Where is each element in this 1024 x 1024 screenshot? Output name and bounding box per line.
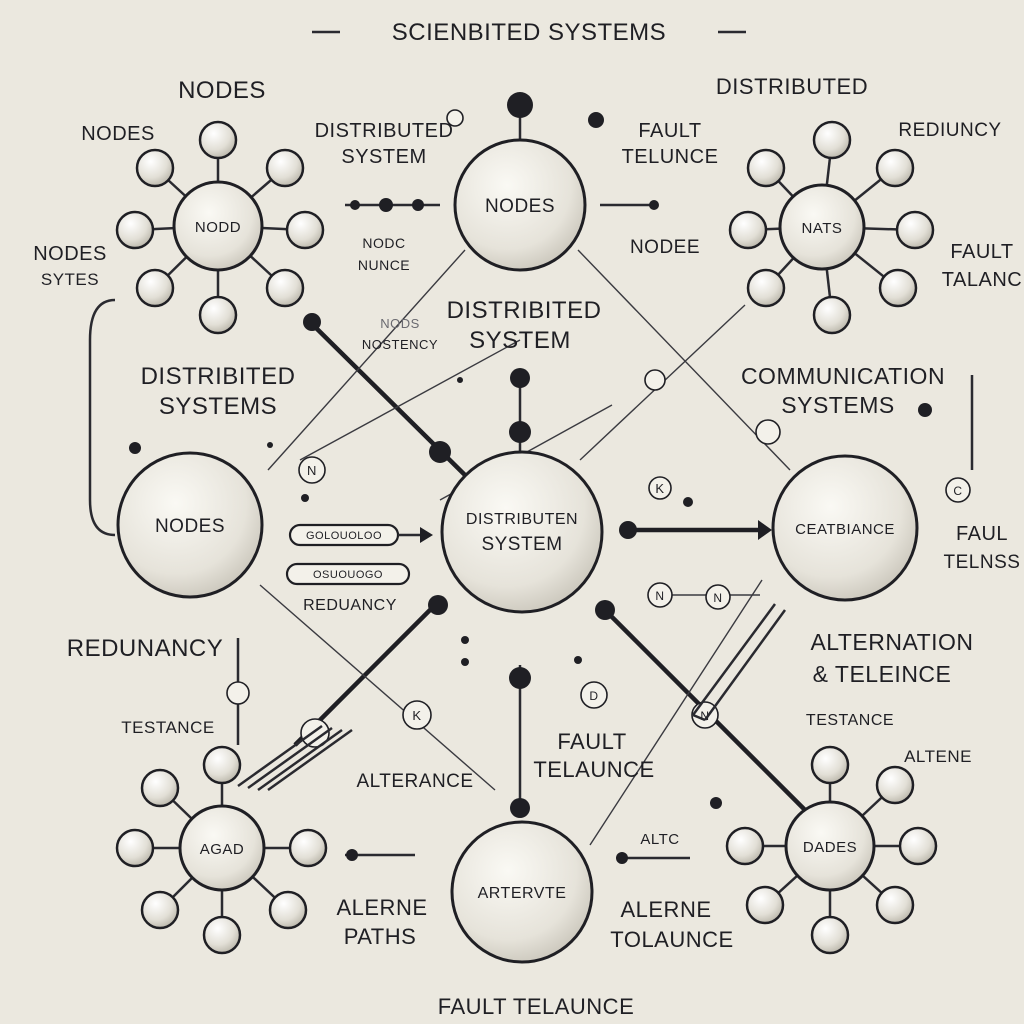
svg-text:TELUNCE: TELUNCE — [622, 146, 719, 168]
hub-cluster-bottom-right: DADES — [725, 745, 938, 955]
svg-text:SYSTEMS: SYSTEMS — [159, 393, 277, 420]
svg-text:REDIUNCY: REDIUNCY — [898, 120, 1001, 141]
svg-text:TELAUNCE: TELAUNCE — [533, 757, 654, 782]
markers — [129, 92, 932, 864]
label-nodes-left: NODES — [81, 123, 155, 145]
svg-text:SYSTEM: SYSTEM — [341, 146, 426, 168]
svg-text:C: C — [953, 484, 962, 498]
thin-line-1 — [577, 249, 791, 471]
hub-label-bottom-left: AGAD — [200, 841, 245, 858]
svg-text:TOLAUNCE: TOLAUNCE — [610, 927, 733, 952]
svg-text:FAULT TELAUNCE: FAULT TELAUNCE — [438, 994, 635, 1019]
svg-text:TESTANCE: TESTANCE — [121, 718, 214, 737]
svg-text:SYTES: SYTES — [41, 270, 99, 289]
node-right-middle-label: CEATBIANCE — [795, 521, 895, 538]
svg-text:FAULT: FAULT — [638, 120, 701, 142]
decorative-fork — [237, 724, 353, 792]
hub-cluster-bottom-left: AGAD — [115, 745, 328, 955]
text-labels: NODES NODES DISTRIBUTED DISTRIBUTED SYST… — [33, 74, 1022, 1019]
svg-text:ALTERNATION: ALTERNATION — [810, 629, 973, 655]
svg-text:TALANC: TALANC — [942, 269, 1022, 291]
svg-text:NUNCE: NUNCE — [358, 257, 410, 273]
small-symbol-circles: N K C N N D K N — [226, 109, 971, 748]
pill-2: OSUOUOGO — [285, 562, 411, 586]
svg-text:NODS: NODS — [380, 316, 420, 331]
svg-text:FAULT: FAULT — [557, 729, 626, 754]
thin-line-5 — [259, 584, 496, 791]
svg-text:FAUL: FAUL — [956, 523, 1008, 545]
page-title: SCIENBITED SYSTEMS — [392, 19, 666, 46]
hub-label-bottom-right: DADES — [803, 839, 857, 856]
svg-text:SYSTEMS: SYSTEMS — [781, 392, 894, 418]
svg-text:TESTANCE: TESTANCE — [806, 712, 894, 729]
hub-cluster-top-left: NODD — [115, 120, 325, 335]
svg-text:PATHS: PATHS — [344, 924, 417, 949]
svg-text:FAULT: FAULT — [950, 241, 1013, 263]
pill-1: GOLOUOLOO — [288, 523, 400, 547]
svg-text:ALTENE: ALTENE — [904, 747, 972, 766]
node-center: DISTRIBUTEN SYSTEM — [440, 450, 604, 614]
svg-text:K: K — [412, 708, 421, 723]
node-left-middle-label: NODES — [155, 516, 225, 537]
label-nodes-top: NODES — [178, 77, 266, 104]
node-top-center: NODES — [453, 138, 587, 272]
thin-line-4 — [299, 339, 521, 461]
hub-node-bottom-right — [784, 800, 876, 892]
svg-text:N: N — [700, 709, 709, 723]
svg-text:REDUNANCY: REDUNANCY — [67, 635, 224, 662]
label-distributed-top-right: DISTRIBUTED — [716, 74, 868, 99]
svg-text:ALERNE: ALERNE — [336, 895, 427, 920]
svg-text:& TELEINCE: & TELEINCE — [813, 661, 952, 687]
svg-text:NODEE: NODEE — [630, 237, 700, 258]
svg-text:ALTERANCE: ALTERANCE — [356, 771, 473, 792]
hub-label-top-left: NODD — [195, 219, 241, 236]
svg-text:COMMUNICATION: COMMUNICATION — [741, 363, 945, 389]
node-bottom-center-label: ARTERVTE — [478, 885, 567, 902]
bracket-left — [88, 298, 116, 537]
decorative-pencil — [691, 603, 787, 722]
svg-text:K: K — [655, 481, 664, 496]
title-group: SCIENBITED SYSTEMS — [312, 19, 746, 46]
svg-text:NODC: NODC — [362, 235, 405, 251]
svg-text:NODES: NODES — [33, 243, 107, 265]
hub-cluster-top-right: NATS — [728, 120, 935, 335]
thin-line-2 — [267, 249, 466, 471]
node-bottom-center: ARTERVTE — [450, 820, 594, 964]
svg-text:N: N — [713, 591, 722, 605]
hub-node-bottom-left — [178, 804, 266, 892]
thin-line-6 — [589, 579, 763, 846]
hub-label-top-right: NATS — [802, 220, 843, 237]
hub-node-top-right — [778, 183, 866, 271]
hub-node-top-left — [172, 180, 264, 272]
svg-text:GOLOUOLOO: GOLOUOLOO — [306, 530, 382, 542]
node-top-center-label: NODES — [485, 196, 555, 217]
svg-text:DISTRIBITED: DISTRIBITED — [447, 297, 602, 324]
node-center-label-1: DISTRIBUTEN — [466, 511, 578, 528]
svg-text:TELNSS: TELNSS — [944, 552, 1021, 573]
svg-text:OSUOUOGO: OSUOUOGO — [313, 569, 383, 581]
svg-text:NOSTENCY: NOSTENCY — [362, 337, 438, 352]
svg-text:ALTC: ALTC — [640, 831, 679, 848]
node-left-middle: NODES — [116, 451, 264, 599]
svg-text:DISTRIBUTED: DISTRIBUTED — [315, 120, 454, 142]
svg-text:SYSTEM: SYSTEM — [469, 327, 571, 354]
node-right-middle: CEATBIANCE — [771, 454, 919, 602]
svg-text:N: N — [655, 589, 664, 603]
svg-text:REDUANCY: REDUANCY — [303, 597, 397, 614]
svg-text:N: N — [307, 463, 317, 478]
node-center-label-2: SYSTEM — [481, 534, 562, 555]
svg-text:DISTRIBITED: DISTRIBITED — [141, 363, 296, 390]
svg-text:ALERNE: ALERNE — [620, 897, 711, 922]
svg-text:D: D — [589, 689, 598, 703]
pill-1-arrowhead — [420, 527, 433, 543]
